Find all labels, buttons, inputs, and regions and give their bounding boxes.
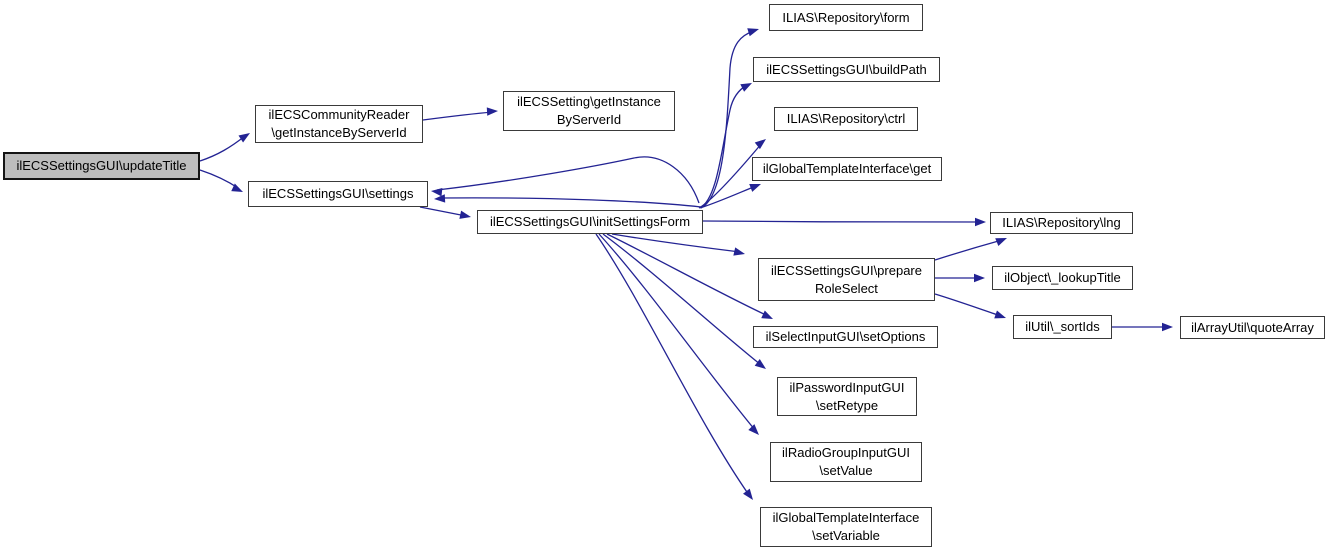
node-label-prepareRoleSelect: ilECSSettingsGUI\prepare RoleSelect <box>770 262 922 296</box>
node-lng[interactable]: ILIAS\Repository\lng <box>990 212 1133 234</box>
node-label-communityReader: ilECSCommunityReader \getInstanceByServe… <box>268 107 410 140</box>
arrowhead-initSettingsForm-to-form <box>747 28 759 37</box>
arrowhead-initSettingsForm-to-ctrl <box>754 139 766 150</box>
node-label-setOptions: ilSelectInputGUI\setOptions <box>765 329 926 345</box>
edge-initSettingsForm-to-lng <box>702 220 982 223</box>
node-settings[interactable]: ilECSSettingsGUI\settings <box>248 181 428 207</box>
arrowhead-initSettingsForm-to-setOptions <box>761 310 773 319</box>
arrowhead-initSettingsForm-to-setValue <box>748 424 759 435</box>
node-initSettingsForm[interactable]: ilECSSettingsGUI\initSettingsForm <box>477 210 703 234</box>
node-quoteArray[interactable]: ilArrayUtil\quoteArray <box>1180 316 1325 339</box>
node-label-setVariable: ilGlobalTemplateInterface \setVariable <box>772 510 920 543</box>
edge-initSettingsForm-to-setRetype <box>602 233 762 366</box>
node-label-setValue: ilRadioGroupInputGUI \setValue <box>782 445 910 478</box>
node-label-buildPath: ilECSSettingsGUI\buildPath <box>766 61 927 77</box>
edge-initSettingsForm-to-setOptions <box>606 233 769 317</box>
arrowhead-initSettingsForm-to-lng <box>975 217 986 227</box>
edge-initSettingsForm-to-setValue <box>598 233 756 431</box>
edge-initSettingsForm-to-prepareRoleSelect <box>611 233 741 253</box>
arrowhead-initSettingsForm-to-setVariable <box>743 488 753 500</box>
node-label-lng: ILIAS\Repository\lng <box>1002 215 1121 231</box>
edge-initSettingsForm-to-settings <box>436 156 700 204</box>
edge-initSettingsForm-to-ctrl <box>698 142 763 209</box>
node-ecsSetting[interactable]: ilECSSetting\getInstance ByServerId <box>503 91 675 131</box>
node-setValue[interactable]: ilRadioGroupInputGUI \setValue <box>770 442 922 482</box>
node-label-form: ILIAS\Repository\form <box>782 9 910 25</box>
node-setOptions[interactable]: ilSelectInputGUI\setOptions <box>753 326 938 348</box>
edge-updateTitle-to-settings <box>199 169 239 189</box>
arrowhead-sortIds-to-quoteArray <box>1162 322 1173 332</box>
arrowhead-initSettingsForm-to-settings <box>434 194 446 203</box>
arrowhead-updateTitle-to-settings <box>231 183 243 192</box>
node-label-sortIds: ilUtil\_sortIds <box>1025 319 1100 335</box>
arrowhead-prepareRoleSelect-to-lng <box>995 238 1007 247</box>
node-ctrl[interactable]: ILIAS\Repository\ctrl <box>774 107 918 131</box>
node-updateTitle[interactable]: ilECSSettingsGUI\updateTitle <box>3 152 200 180</box>
node-form[interactable]: ILIAS\Repository\form <box>769 4 923 31</box>
node-prepareRoleSelect[interactable]: ilECSSettingsGUI\prepare RoleSelect <box>758 258 935 301</box>
arrowhead-initSettingsForm-to-buildPath <box>740 83 752 92</box>
node-buildPath[interactable]: ilECSSettingsGUI\buildPath <box>753 57 940 82</box>
edge-updateTitle-to-communityReader <box>199 135 246 162</box>
edge-initSettingsForm-to-buildPath <box>699 84 748 209</box>
node-label-get: ilGlobalTemplateInterface\get <box>762 161 932 177</box>
node-setRetype[interactable]: ilPasswordInputGUI \setRetype <box>777 377 917 416</box>
arrowhead-initSettingsForm-to-setRetype <box>754 359 766 369</box>
node-label-updateTitle: ilECSSettingsGUI\updateTitle <box>16 158 187 174</box>
edge-settings-to-initSettingsForm <box>419 206 467 217</box>
node-communityReader[interactable]: ilECSCommunityReader \getInstanceByServe… <box>255 105 423 143</box>
arrowhead-updateTitle-to-communityReader <box>238 133 250 143</box>
edge-communityReader-to-ecsSetting <box>422 111 494 121</box>
edge-prepareRoleSelect-to-lng <box>934 239 1003 261</box>
node-label-ctrl: ILIAS\Repository\ctrl <box>786 111 906 127</box>
edge-prepareRoleSelect-to-sortIds <box>934 293 1002 317</box>
node-get[interactable]: ilGlobalTemplateInterface\get <box>752 157 942 181</box>
edge-initSettingsForm-to-form <box>700 30 755 209</box>
node-sortIds[interactable]: ilUtil\_sortIds <box>1013 315 1112 339</box>
edge-initSettingsForm-to-setVariable <box>595 233 750 496</box>
arrowhead-initSettingsForm-to-settings <box>431 187 443 197</box>
node-label-ecsSetting: ilECSSetting\getInstance ByServerId <box>517 94 661 127</box>
node-label-setRetype: ilPasswordInputGUI \setRetype <box>789 379 905 413</box>
node-lookupTitle[interactable]: ilObject\_lookupTitle <box>992 266 1133 290</box>
arrowhead-initSettingsForm-to-get <box>749 184 761 192</box>
arrowhead-communityReader-to-ecsSetting <box>486 107 498 116</box>
arrowhead-prepareRoleSelect-to-lookupTitle <box>974 273 985 283</box>
node-label-quoteArray: ilArrayUtil\quoteArray <box>1191 319 1314 335</box>
node-label-lookupTitle: ilObject\_lookupTitle <box>1004 270 1121 286</box>
node-label-settings: ilECSSettingsGUI\settings <box>262 186 414 202</box>
node-setVariable[interactable]: ilGlobalTemplateInterface \setVariable <box>760 507 932 547</box>
arrowhead-settings-to-initSettingsForm <box>459 210 471 219</box>
edge-initSettingsForm-to-settings <box>439 197 702 208</box>
arrowhead-prepareRoleSelect-to-sortIds <box>994 310 1006 319</box>
arrowhead-initSettingsForm-to-prepareRoleSelect <box>733 247 745 256</box>
node-label-initSettingsForm: ilECSSettingsGUI\initSettingsForm <box>489 214 691 230</box>
